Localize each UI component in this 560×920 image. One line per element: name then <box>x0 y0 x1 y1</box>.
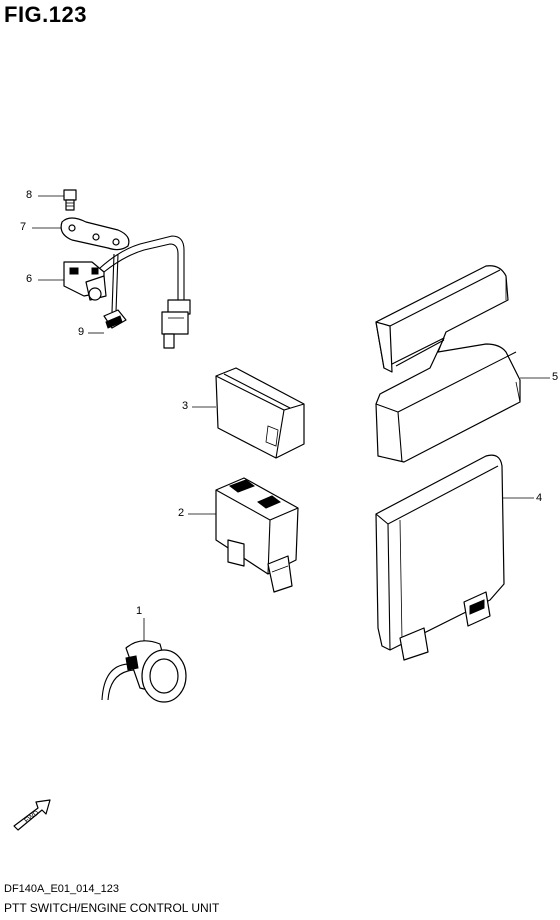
part-9-clamp[interactable] <box>88 253 127 334</box>
part-6-sensor-harness[interactable] <box>38 235 191 349</box>
fwd-label: FWD <box>23 810 40 825</box>
part-2-relay[interactable] <box>188 477 299 593</box>
part-5-cover[interactable] <box>375 265 550 463</box>
callout-9: 9 <box>78 326 85 338</box>
callout-3: 3 <box>182 400 189 412</box>
figure-title: FIG.123 <box>4 2 87 27</box>
part-3-boot[interactable] <box>192 367 305 459</box>
fwd-arrow-icon: FWD <box>13 799 51 831</box>
part-7-bracket[interactable] <box>32 217 130 251</box>
callout-1: 1 <box>136 605 143 617</box>
part-8-screw[interactable] <box>38 189 77 211</box>
figure-code: DF140A_E01_014_123 <box>4 883 119 895</box>
callout-7: 7 <box>20 221 27 233</box>
callout-2: 2 <box>178 507 185 519</box>
callout-4: 4 <box>536 492 543 504</box>
callout-6: 6 <box>26 273 33 285</box>
part-4-ecu[interactable] <box>375 454 534 661</box>
callout-5: 5 <box>552 371 559 383</box>
figure-caption: PTT SWITCH/ENGINE CONTROL UNIT <box>4 901 220 915</box>
part-1-ptt-switch[interactable] <box>101 618 187 703</box>
callout-8: 8 <box>26 189 33 201</box>
